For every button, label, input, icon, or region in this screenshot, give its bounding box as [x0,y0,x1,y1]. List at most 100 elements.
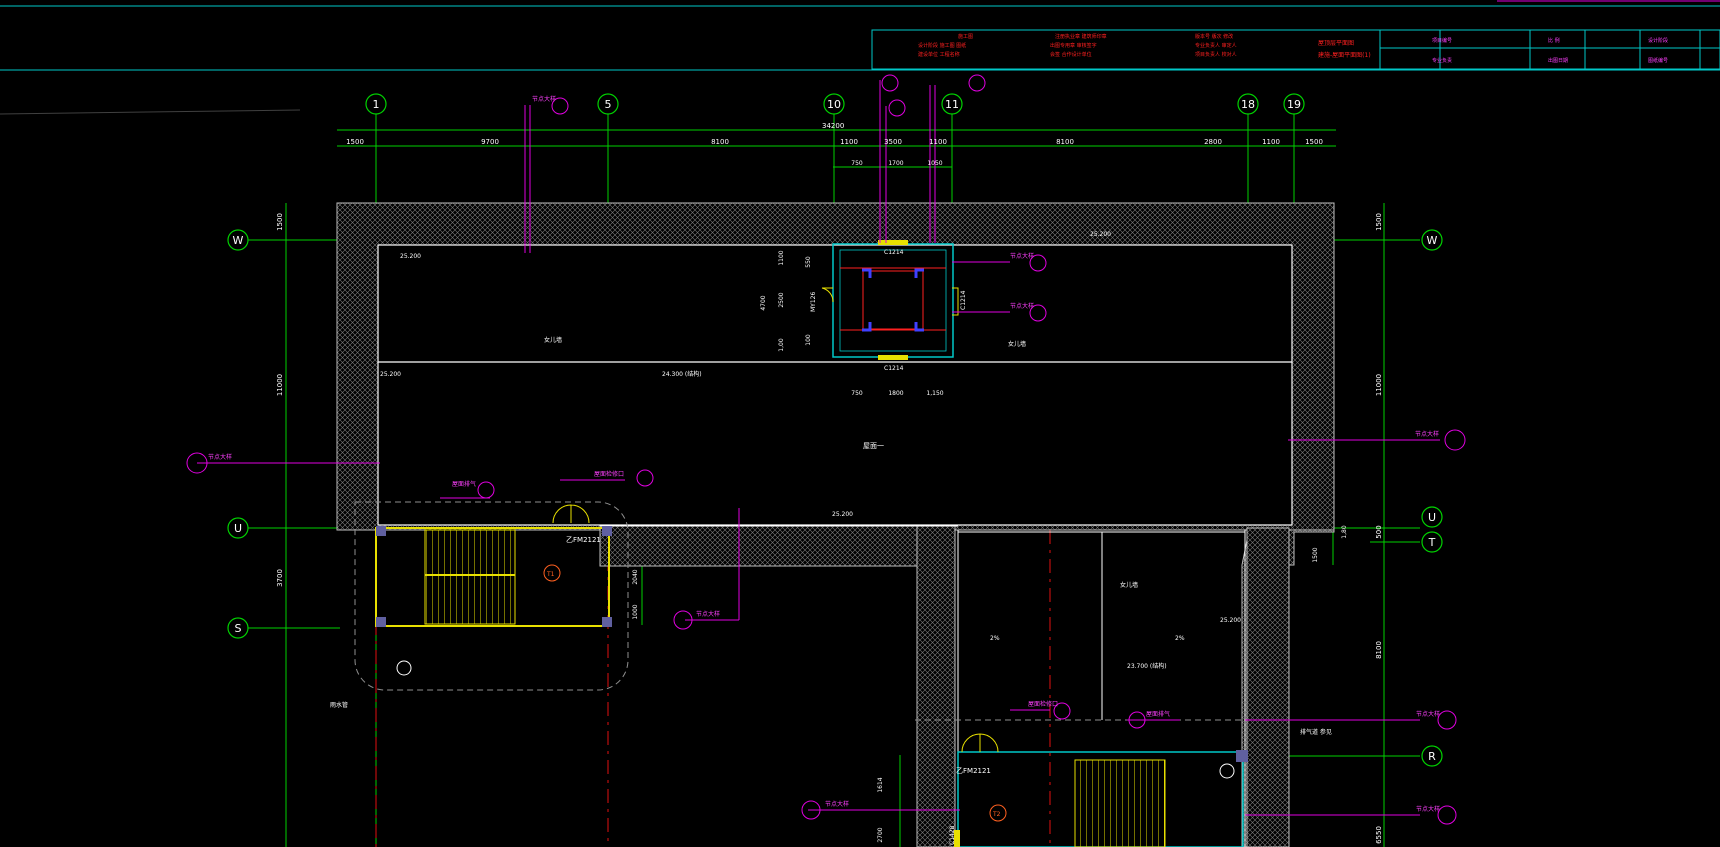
tb-right-3: 项目负责人 校对人 [1195,51,1237,58]
dims-side: 1500110003700150011000500810065501100250… [276,213,1383,844]
axis-label-top: 19 [1287,98,1301,111]
label-elev-roof-2: 25.200 [1090,231,1111,238]
axis-label-top: 5 [605,98,612,111]
dim-small: 2500 [778,292,785,307]
label-parapet-1: 女儿墙 [544,336,562,344]
label-elev-lower: 23.700 (结构) [1127,662,1167,670]
dim-small: 4700 [760,295,767,310]
dim-stair-top: 1050 [927,160,942,167]
parapet-walls [336,202,1335,847]
dim-small: 1500 [1312,547,1319,562]
label-note-detail-4: 节点大样 [1416,710,1440,718]
label-door-stair: MY126 [810,292,817,312]
dim-top-segment: 1100 [840,138,858,146]
dim-top-segment: 1100 [1262,138,1280,146]
axis-bubble-right-W: W [1421,229,1443,251]
tb-left-3: 建设单位 工程名称 [918,51,960,58]
label-stair-t2: T2 [992,811,1001,818]
tb-cell-6: 图纸编号 [1648,57,1668,64]
axis-label-top: 11 [945,98,959,111]
label-stair-t1: T1 [546,571,555,578]
dim-stair-bottom: 750 [851,390,863,397]
label-note-hatch-1: 屋面检修口 [594,470,624,478]
label-window-b: C1214 [884,365,904,372]
axis-label-left: U [234,522,242,535]
tb-mid-2: 出图专用章 审核签字 [1050,42,1097,49]
label-elev-roof-4: 25.200 [832,511,853,518]
dim-small: 1614 [877,777,884,792]
label-roof-vent: 排气道 参见 [1300,728,1332,736]
dim-right: 8100 [1375,641,1383,659]
label-pipe: 雨水管 [330,701,348,709]
axis-bubble-top-1: 1 [365,93,387,115]
title-block [871,29,1720,70]
dim-stair-top: 750 [851,160,863,167]
dim-right: 1500 [1375,213,1383,231]
axis-bubble-top-10: 10 [823,93,845,115]
dim-top-segment: 1500 [1305,138,1323,146]
label-note-vent-2: 屋面排气 [1146,710,1170,718]
label-door-a: 乙FM2121 [566,536,601,544]
label-note-detail-9: 节点大样 [532,95,556,103]
dim-small: 550 [805,256,812,268]
axis-bubble-top-11: 11 [941,93,963,115]
label-parapet-2: 女儿墙 [1008,340,1026,348]
dim-top-segment: 1500 [346,138,364,146]
axis-label-right: T [1428,536,1436,549]
dim-top-segment: 8100 [1056,138,1074,146]
label-window-c: C1428 [949,825,956,845]
tb-cell-2: 比 例 [1548,37,1560,44]
label-elev-mid: 24.300 (结构) [662,370,702,378]
label-window-a: C1214 [884,249,904,256]
dim-top-segment: 2800 [1204,138,1222,146]
dim-top-segment: 3500 [884,138,902,146]
dim-right: 11000 [1375,374,1383,396]
axis-label-top: 18 [1241,98,1255,111]
label-parapet-3: 女儿墙 [1120,581,1138,589]
label-note-hatch-2: 屋面检修口 [1028,700,1058,708]
label-note-detail-6: 节点大样 [825,800,849,808]
axis-bubble-right-U: U [1421,506,1443,528]
axis-bubble-top-18: 18 [1237,93,1259,115]
axis-bubble-top-19: 19 [1283,93,1305,115]
dim-stair-bottom: 1800 [888,390,903,397]
dim-right: 6550 [1375,826,1383,844]
dim-left: 11000 [276,374,284,396]
dim-stair-top: 1700 [888,160,903,167]
dim-top-segment: 1100 [929,138,947,146]
label-note-vent-1: 屋面排气 [452,480,476,488]
label-note-detail-5: 节点大样 [1416,805,1440,813]
dim-small: 1000 [632,604,639,619]
stair-t2 [915,719,1248,847]
label-window-side: C1214 [960,290,967,310]
roof-hatch-room [821,240,959,360]
tb-cell-1: 项目编号 [1432,37,1452,44]
dim-small: 2040 [632,569,639,584]
label-note-detail-3: 节点大样 [696,610,720,618]
dim-small: 1,00 [778,338,785,352]
dim-stair-bottom: 1,150 [926,390,943,397]
leader-circles [186,74,1466,825]
label-note-detail-1: 节点大样 [1415,430,1439,438]
axis-label-right: W [1427,234,1438,247]
dim-small: 1,80 [1341,525,1348,539]
dim-small: 2700 [877,827,884,842]
label-slope-2: 2% [1175,635,1185,642]
tb-left-2: 设计阶段 施工图 图纸 [918,42,966,49]
axis-label-left: S [235,622,242,635]
tb-mid-1: 注册执业章 建筑师印章 [1055,33,1107,40]
label-note-detail-8: 节点大样 [1010,302,1034,310]
axis-bubble-top-5: 5 [597,93,619,115]
dim-left: 3700 [276,569,284,587]
tb-cell-4: 专业负责 [1432,57,1452,64]
tb-left-1: 施工图 [958,33,973,40]
axis-label-top: 10 [827,98,841,111]
axis-label-left: W [233,234,244,247]
stair-t1 [354,501,629,691]
axis-label-right: U [1428,511,1436,524]
label-roof: 屋面一 [863,442,884,450]
label-slope-1: 2% [990,635,1000,642]
